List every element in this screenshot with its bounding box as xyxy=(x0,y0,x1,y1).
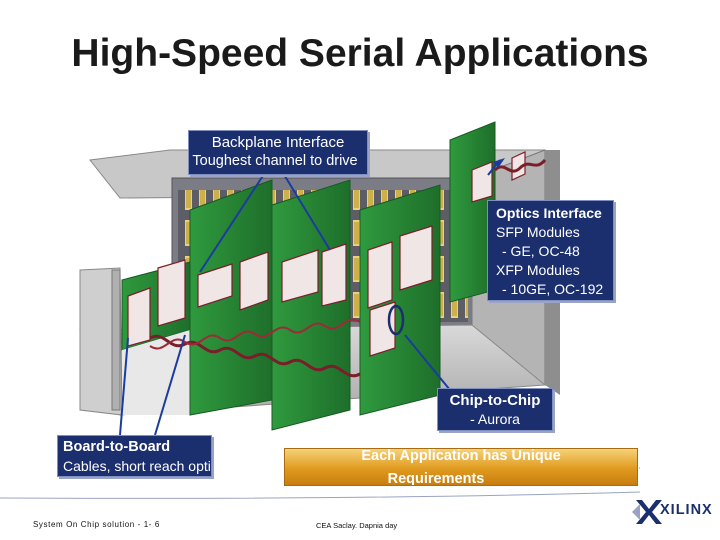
callout-pointers xyxy=(119,159,501,436)
board-to-board-cable xyxy=(149,334,361,378)
optics-line-sfp: SFP Modules xyxy=(496,224,580,240)
board-to-board-callout: Board-to-Board Cables, short reach optic… xyxy=(57,435,212,477)
front-handle xyxy=(111,269,121,411)
footer-center-text: CEA Saclay. Dapnia day xyxy=(316,521,398,530)
unique-requirements-line2: Requirements xyxy=(387,471,485,486)
board-to-board-cable-2 xyxy=(149,318,361,350)
backplane-interface-detail: Toughest channel to drive xyxy=(192,153,358,169)
optics-line-sfp-rates: - GE, OC-48 xyxy=(502,243,580,259)
optics-cable xyxy=(493,158,547,173)
optics-interface-heading: Optics Interface xyxy=(496,205,602,221)
chip-to-chip-heading: Chip-to-Chip xyxy=(449,392,541,409)
unique-requirements-banner: Each Application has Unique Requirements xyxy=(284,448,638,486)
chip-to-chip-detail: - Aurora xyxy=(470,411,520,427)
slide-title: High-Speed Serial Applications xyxy=(71,32,649,75)
xilinx-logo-icon xyxy=(632,500,662,524)
chip-to-chip-marker xyxy=(387,304,405,336)
optics-line-xfp: XFP Modules xyxy=(496,262,580,278)
optics-line-xfp-rates: - 10GE, OC-192 xyxy=(502,281,604,297)
footer-divider xyxy=(0,491,641,499)
chip-to-chip-callout: Chip-to-Chip - Aurora xyxy=(437,388,553,431)
backplane-interface-heading: Backplane Interface xyxy=(211,134,345,151)
optics-interface-callout: Optics Interface SFP Modules - GE, OC-48… xyxy=(487,200,614,301)
xilinx-logo-text: XILINX xyxy=(660,502,713,518)
pointer-arrowhead xyxy=(493,158,505,168)
chip-packages xyxy=(127,151,526,357)
board-to-board-heading: Board-to-Board xyxy=(63,439,171,455)
backplane-interface-callout: Backplane Interface Toughest channel to … xyxy=(188,130,368,175)
unique-requirements-line1: Each Application has Unique xyxy=(361,448,561,464)
board-to-board-detail: Cables, short reach optics xyxy=(63,458,212,474)
footer-left-text: System On Chip solution - 1- 6 xyxy=(33,520,160,529)
